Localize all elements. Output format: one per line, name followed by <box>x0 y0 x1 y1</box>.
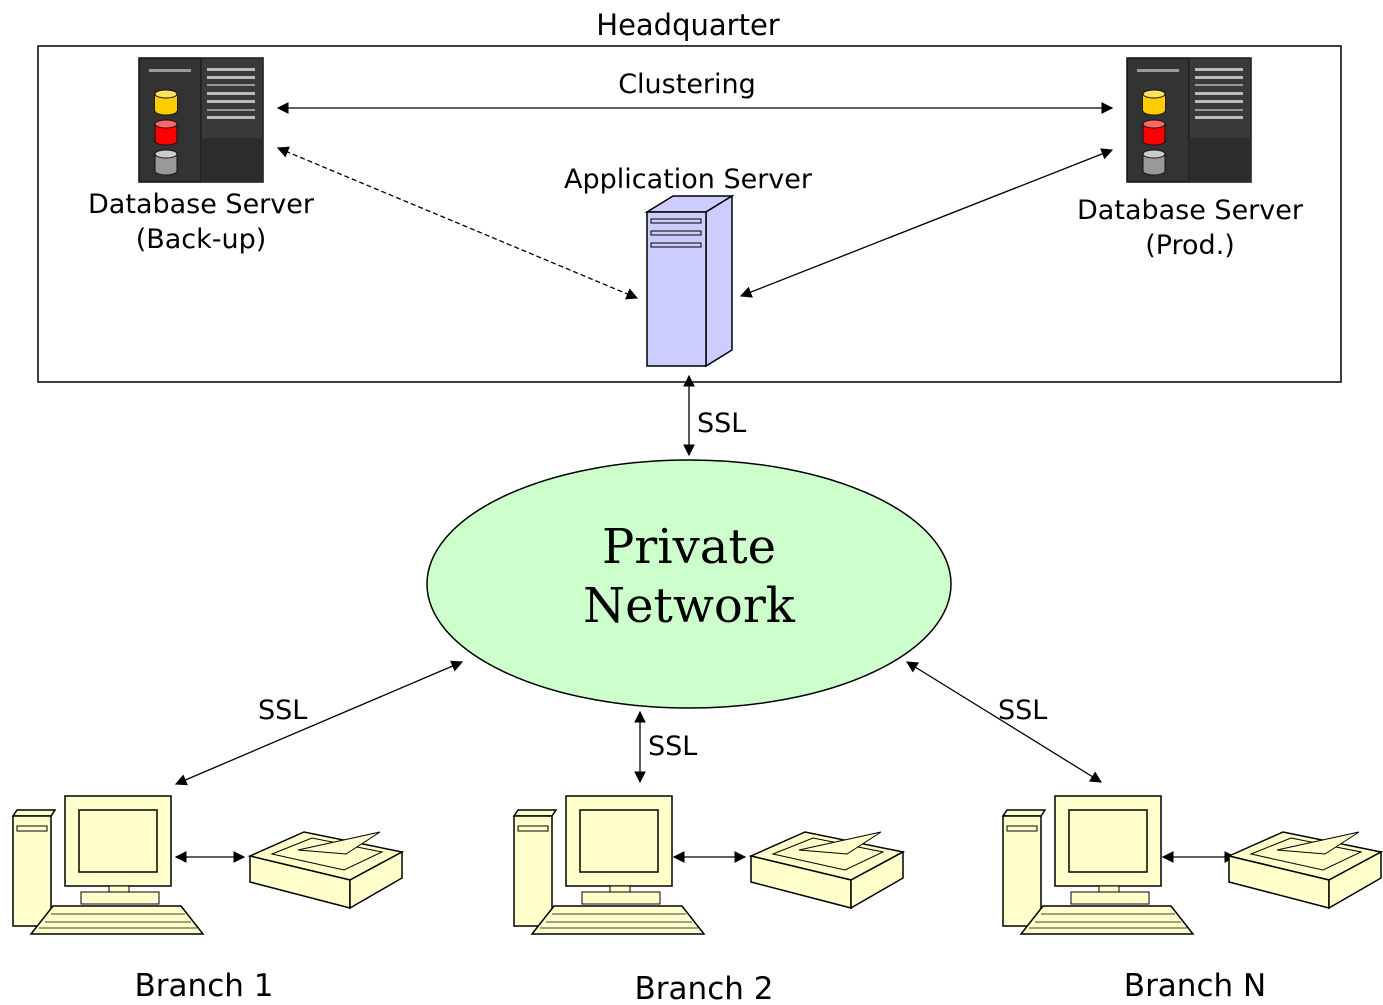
branchN-scanner-icon <box>1228 831 1382 909</box>
db-backup-label-line1: Database Server <box>88 189 315 220</box>
hq-ssl-label: SSL <box>697 408 746 439</box>
backup-replication-link <box>276 146 639 300</box>
database-server-backup-icon <box>138 57 264 183</box>
branch1-link <box>174 660 464 786</box>
prod-db-link <box>739 148 1114 298</box>
clustering-label: Clustering <box>618 69 756 100</box>
db-backup-label-line2: (Back-up) <box>136 224 267 255</box>
branchN-link <box>906 661 1102 783</box>
branchN-ssl-label: SSL <box>998 695 1047 726</box>
private-network-cloud <box>426 459 952 709</box>
branchN-label: Branch N <box>1124 968 1266 1004</box>
db-prod-label-line2: (Prod.) <box>1145 230 1235 261</box>
branch2-label: Branch 2 <box>635 971 774 1005</box>
branch2-scanner-icon <box>750 831 904 909</box>
headquarter-title: Headquarter <box>596 8 780 42</box>
db-prod-label-line1: Database Server <box>1077 195 1304 226</box>
branch1-computer-icon <box>12 795 204 935</box>
branch2-ssl-label: SSL <box>648 731 697 762</box>
branch1-scanner-icon <box>249 831 403 909</box>
branchN-computer-icon <box>1002 795 1194 935</box>
app-server-label: Application Server <box>564 164 813 195</box>
database-server-prod-icon <box>1126 57 1252 183</box>
application-server-icon <box>644 194 735 368</box>
branch2-computer-icon <box>513 795 705 935</box>
network-label-line1: Private <box>602 519 776 575</box>
branch1-label: Branch 1 <box>135 968 274 1004</box>
network-label-line2: Network <box>583 578 796 634</box>
branch1-ssl-label: SSL <box>258 695 307 726</box>
